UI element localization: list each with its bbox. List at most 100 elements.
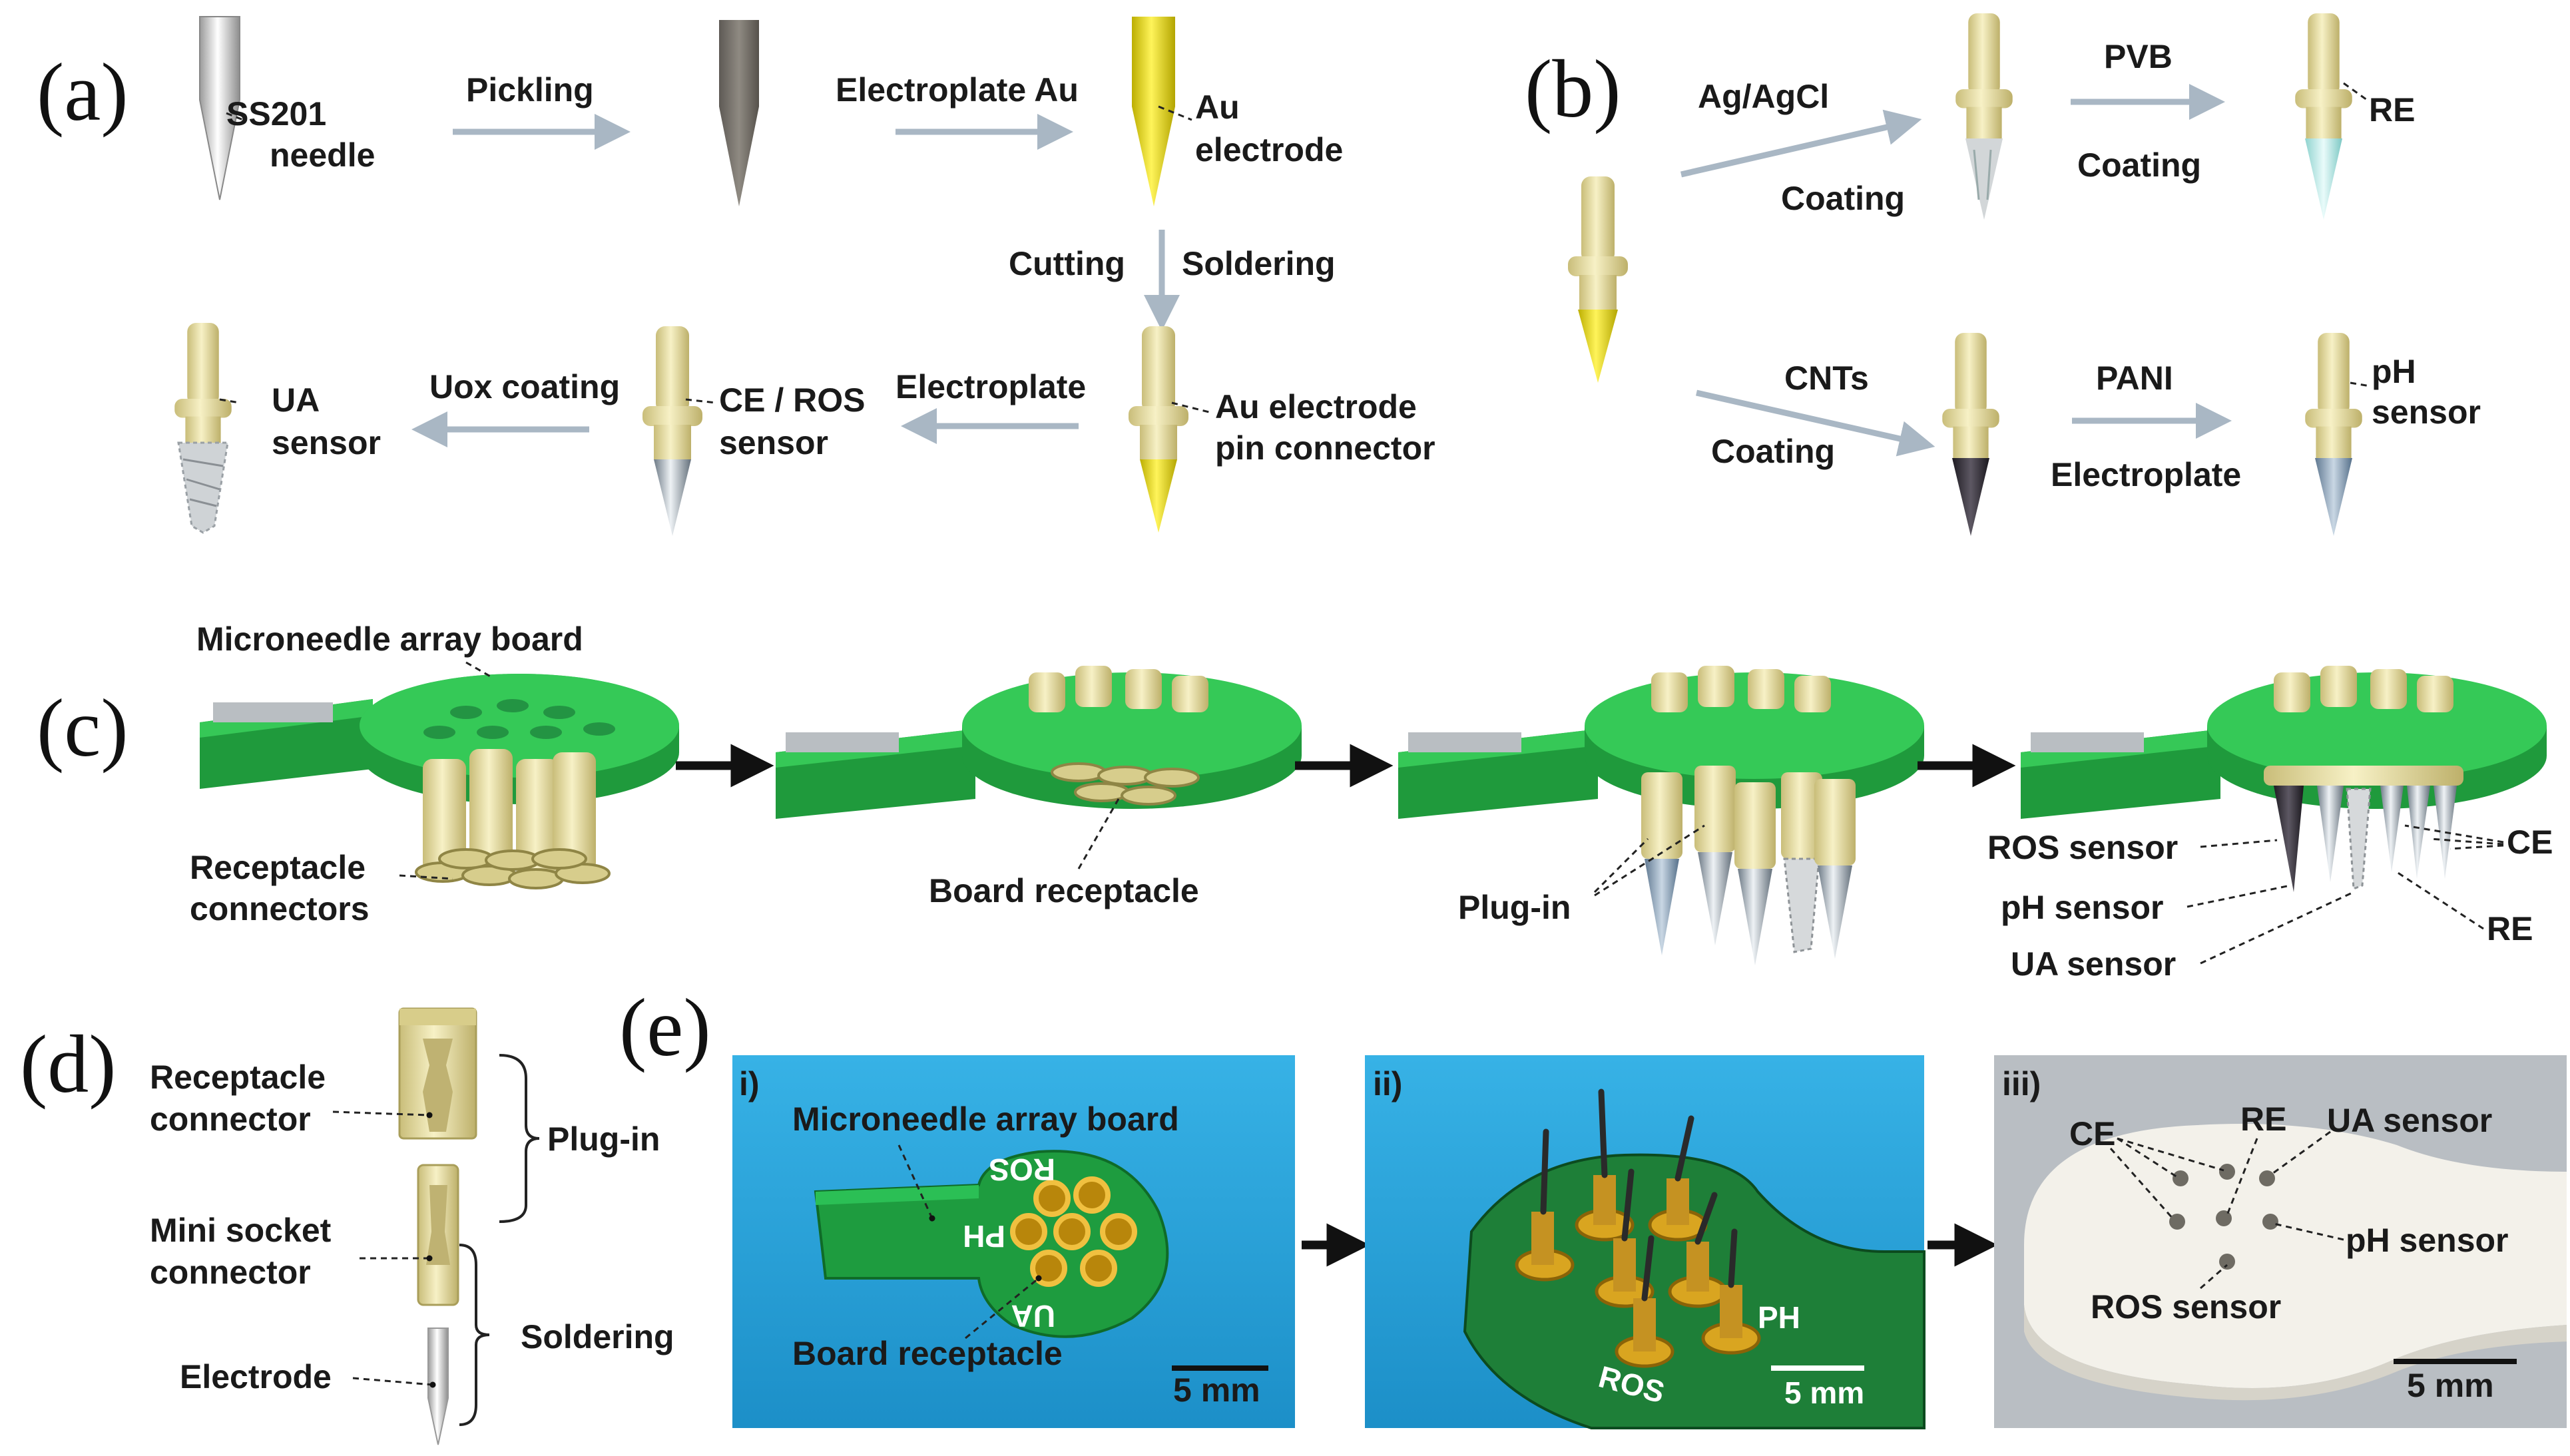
step-electroplate-au: Electroplate Au xyxy=(836,71,1079,109)
step-electroplate: Electroplate xyxy=(896,368,1086,405)
re-label: RE xyxy=(2369,91,2415,128)
b-source-pin xyxy=(1568,176,1628,383)
au-label-1: Au xyxy=(1195,89,1240,126)
c-plugin-label: Plug-in xyxy=(1458,889,1571,926)
photo-iii-ce-leader-1 xyxy=(2117,1137,2178,1178)
pin-label-1: Au electrode xyxy=(1215,388,1417,425)
photo-ii-scale: 5 mm xyxy=(1784,1375,1864,1410)
photo-ii-print-ph: PH xyxy=(1758,1300,1800,1335)
c-board-receptacle-label: Board receptacle xyxy=(929,872,1199,909)
step-cutting: Cutting xyxy=(1009,245,1125,282)
photo-iii-scale: 5 mm xyxy=(2407,1367,2494,1404)
c-board-label: Microneedle array board xyxy=(196,620,583,658)
photo-iii-ce-leader-2 xyxy=(2117,1137,2224,1172)
d-socket-2: connector xyxy=(150,1254,311,1291)
ss201-needle xyxy=(199,16,240,200)
ce-ros-sensor xyxy=(642,326,702,536)
ph-label-2: sensor xyxy=(2372,393,2481,431)
panel-c: (c) xyxy=(37,620,2553,983)
cnt-top: CNTs xyxy=(1784,360,1869,397)
c-ce-leader-3 xyxy=(2449,844,2504,850)
d-socket-1: Mini socket xyxy=(150,1212,332,1249)
photo-iii-ce-leader-3 xyxy=(2109,1148,2175,1220)
d-receptacle-leader xyxy=(332,1110,433,1118)
d-receptacle-2: connector xyxy=(150,1100,311,1138)
d-electrode xyxy=(427,1328,449,1445)
ph-leader xyxy=(2350,381,2371,387)
panel-a: (a) SS201 needle Pickling Electroplate A… xyxy=(37,16,1435,536)
re-pin xyxy=(2295,13,2352,220)
photo-i-print-ua: UA xyxy=(1011,1299,1055,1334)
cnt-bottom: Coating xyxy=(1711,433,1835,470)
photo-iii-ros-leader xyxy=(2200,1264,2228,1290)
pin-leader xyxy=(1171,401,1212,414)
pani-top: PANI xyxy=(2096,360,2173,397)
c-ros-label: ROS sensor xyxy=(1987,829,2178,866)
panel-a-letter: (a) xyxy=(37,47,128,138)
photo-i: ROS PH UA i) Microneedle array board Boa… xyxy=(732,1055,1295,1428)
photo-i-receptacle-leader xyxy=(965,1275,1042,1339)
photo-iii: iii) CE RE UA sensor pH sensor ROS senso… xyxy=(1994,1055,2567,1428)
step-soldering: Soldering xyxy=(1182,245,1336,282)
photo-iii-holes xyxy=(2169,1164,2278,1270)
photo-i-scale: 5 mm xyxy=(1173,1371,1260,1409)
c-re-label: RE xyxy=(2487,910,2533,947)
d-electrode-label: Electrode xyxy=(180,1358,332,1395)
needle-label-1: SS201 xyxy=(226,95,326,132)
c-ros-leader xyxy=(2200,839,2278,848)
ua-label-1: UA xyxy=(272,381,320,419)
c-stage-1-receptacles xyxy=(415,749,611,889)
photo-i-board-leader xyxy=(898,1144,935,1222)
d-mini-socket-connector xyxy=(417,1164,459,1306)
photo-iii-ua-leader xyxy=(2270,1130,2331,1176)
agcl-bottom: Coating xyxy=(1781,180,1905,217)
pickled-needle xyxy=(719,20,759,206)
photo-iii-ros: ROS sensor xyxy=(2091,1288,2281,1326)
panel-d-letter: (d) xyxy=(20,1019,117,1110)
pvb-bottom: Coating xyxy=(2077,146,2201,184)
d-brace-plugin xyxy=(499,1054,540,1223)
ce-leader xyxy=(685,398,716,404)
photo-i-print-ros: ROS xyxy=(989,1152,1055,1187)
c-stage-3-electrodes xyxy=(1641,766,1856,965)
ua-sensor xyxy=(174,323,232,534)
photo-i-tag: i) xyxy=(739,1065,760,1102)
ce-label-2: sensor xyxy=(719,424,828,461)
au-pin-connector xyxy=(1129,326,1188,533)
c-plugin-leader-1 xyxy=(1593,838,1649,893)
photo-i-board-label: Microneedle array board xyxy=(792,1100,1179,1138)
c-ua-label: UA sensor xyxy=(2011,945,2176,983)
ua-label-2: sensor xyxy=(272,424,381,461)
photo-i-receptacles xyxy=(1010,1176,1137,1287)
c-stage-4-electrodes xyxy=(2264,766,2463,892)
c-stage-2-board xyxy=(776,666,1302,819)
needle-label-2: needle xyxy=(270,136,375,174)
d-receptacle-1: Receptacle xyxy=(150,1059,326,1096)
pani-bottom: Electroplate xyxy=(2051,456,2241,493)
photo-iii-ph: pH sensor xyxy=(2346,1222,2509,1259)
c-receptacle-leader xyxy=(399,874,453,880)
c-plugin-leader-2 xyxy=(1594,824,1705,897)
photo-iii-ce: CE xyxy=(2069,1115,2115,1152)
d-electrode-leader xyxy=(352,1377,436,1388)
photo-i-print-ph: PH xyxy=(963,1219,1005,1254)
re-leader xyxy=(2343,82,2368,101)
panel-d: (d) Receptacle connector Mini socket con… xyxy=(20,1007,674,1445)
agcl-pin xyxy=(1955,13,2013,220)
c-board-receptacle-leader xyxy=(1077,798,1120,869)
c-ph-label: pH sensor xyxy=(2001,889,2164,926)
c-board-leader xyxy=(465,661,493,679)
panel-b-letter: (b) xyxy=(1525,43,1621,134)
ua-leader xyxy=(219,398,240,404)
panel-c-letter: (c) xyxy=(37,682,128,774)
pvb-top: PVB xyxy=(2104,38,2173,75)
c-ce-leader-2 xyxy=(2430,838,2504,846)
photo-ii-pins xyxy=(1515,1089,1761,1368)
ph-label-1: pH xyxy=(2372,353,2416,390)
arrow-cnt xyxy=(1696,389,1935,457)
cnt-pin xyxy=(1942,333,1999,536)
au-label-2: electrode xyxy=(1195,131,1343,168)
c-re-leader xyxy=(2396,871,2484,930)
photo-i-receptacle-label: Board receptacle xyxy=(792,1335,1063,1372)
photo-iii-re-leader xyxy=(2226,1138,2258,1216)
